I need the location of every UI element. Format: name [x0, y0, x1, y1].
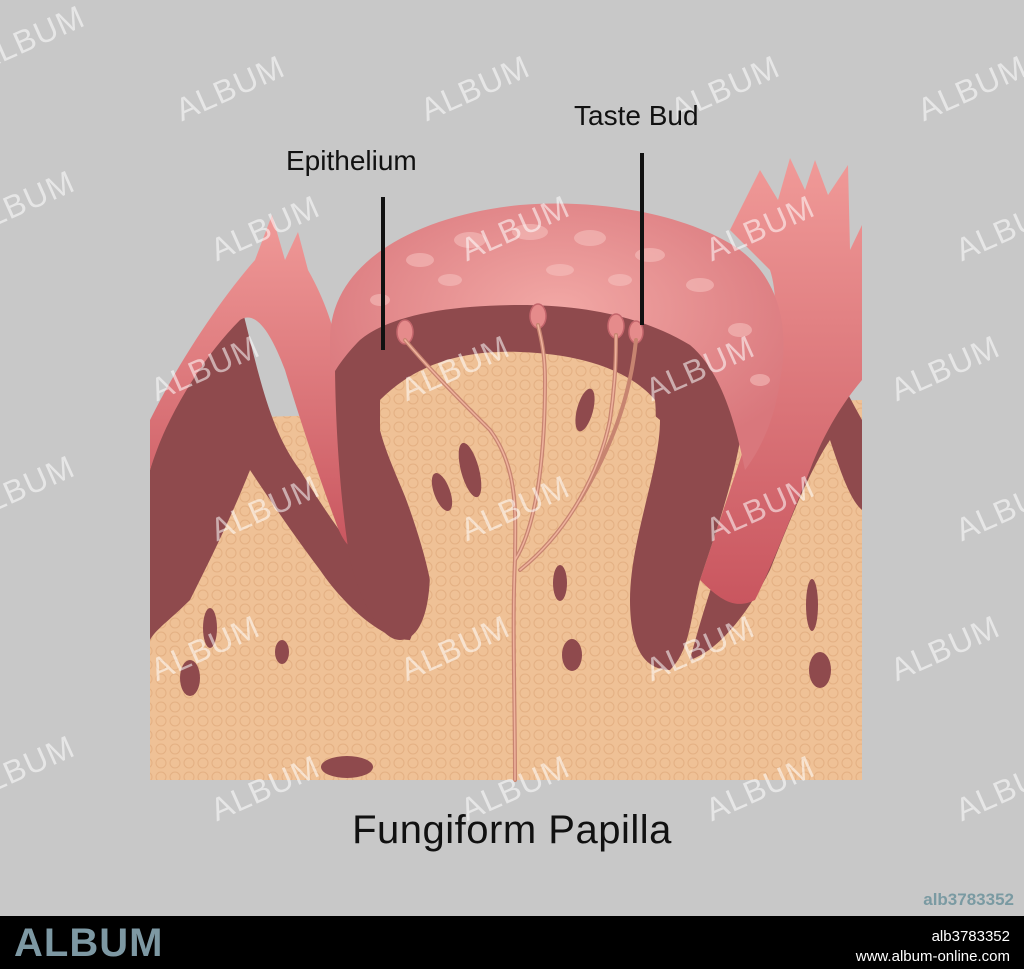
papilla-illustration — [150, 153, 862, 782]
epithelium-dome — [330, 203, 784, 470]
figure-caption: Fungiform Papilla — [352, 808, 672, 852]
blood-vessels — [180, 388, 831, 778]
footer-image-id: alb3783352 — [931, 928, 1010, 945]
illustration-area: ALBUM ALBUM ALBUM ALBUM ALBUM ALBUM ALBU… — [0, 0, 1024, 909]
right-ridge — [700, 158, 862, 604]
papilla-core — [380, 351, 656, 780]
left-ridge — [150, 215, 370, 551]
footer-bar: ALBUM alb3783352 www.album-online.com — [0, 916, 1024, 969]
image-id: alb3783352 — [923, 890, 1014, 909]
album-logo: ALBUM — [14, 921, 164, 965]
left-ridge-dark — [150, 300, 413, 640]
taste-bud-label: Taste Bud — [574, 100, 699, 131]
footer-url-link[interactable]: www.album-online.com — [855, 948, 1010, 965]
taste-bud-pores — [396, 303, 644, 345]
epithelium-label: Epithelium — [286, 145, 417, 176]
dome-texture — [370, 224, 770, 386]
